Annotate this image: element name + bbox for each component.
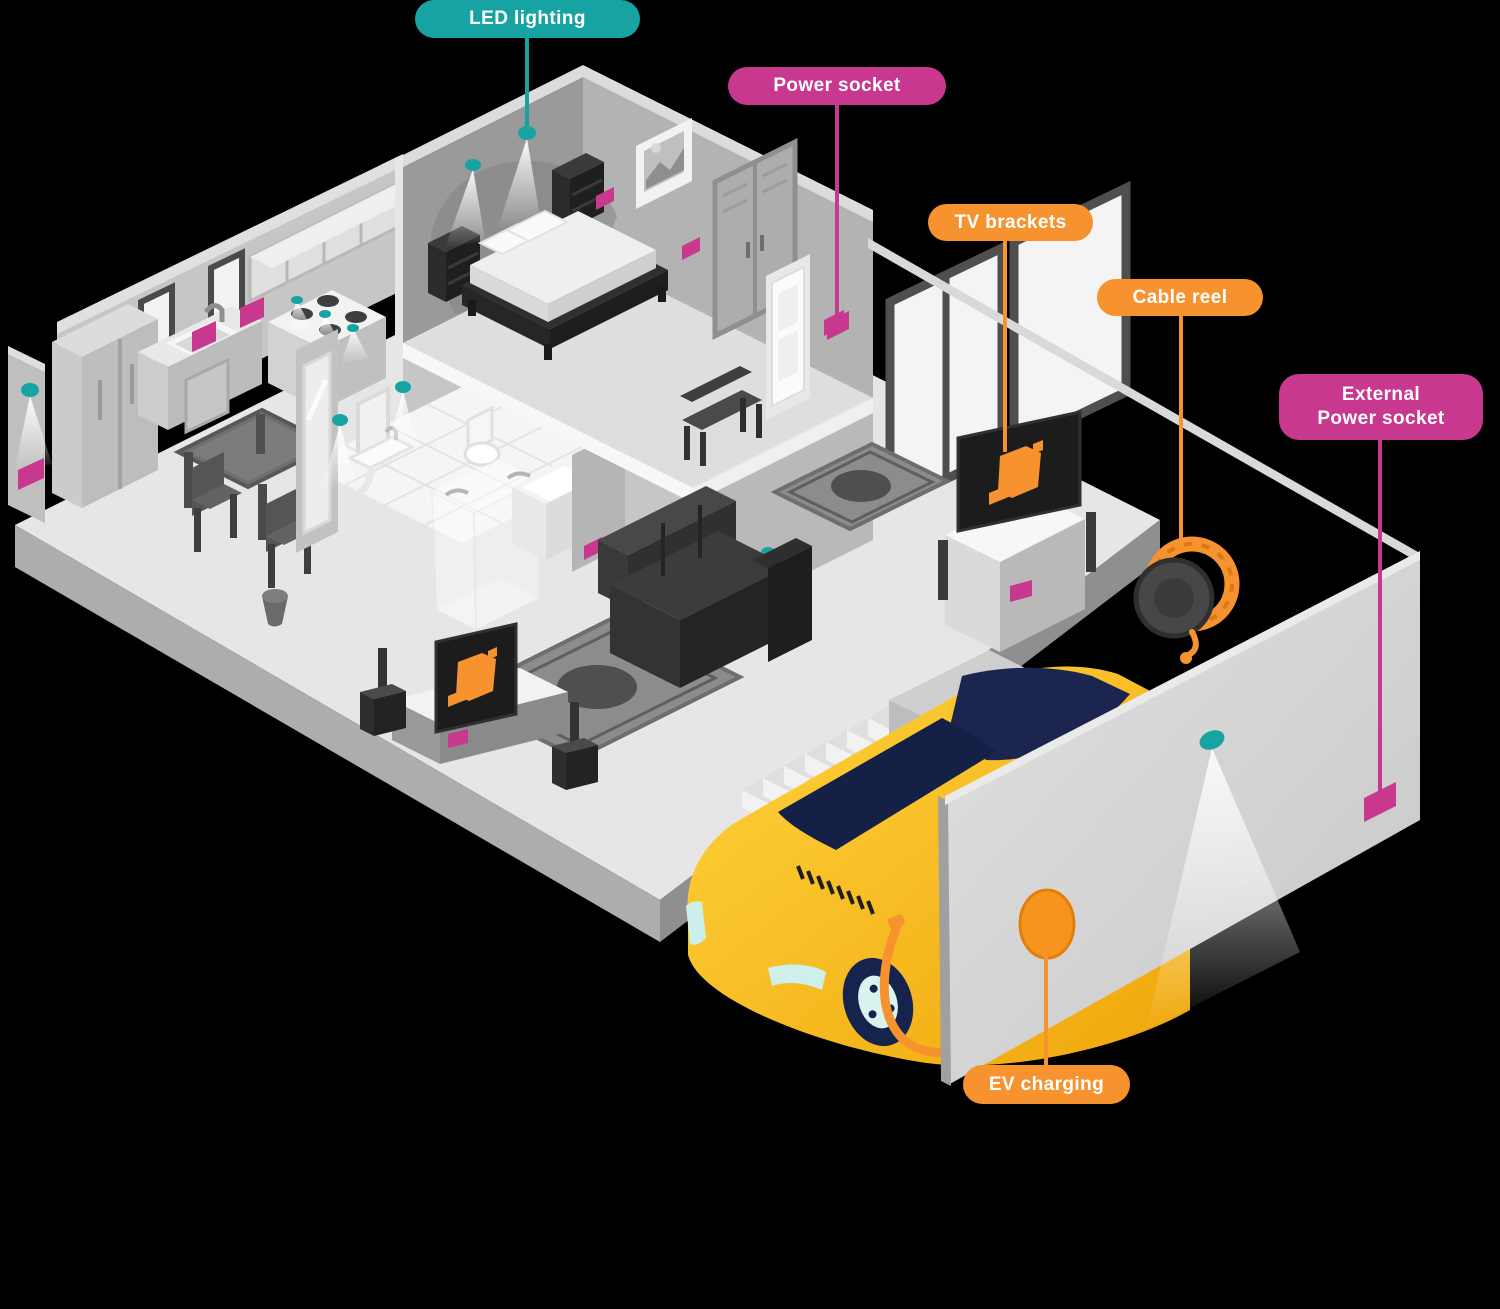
- power-socket-marker: [192, 321, 216, 352]
- trash-bin: [262, 589, 288, 627]
- external-power-socket-marker: [1364, 782, 1396, 822]
- picture-frame: [636, 118, 692, 209]
- power-socket-marker: [448, 729, 468, 748]
- power-socket-marker: [1010, 580, 1032, 602]
- label-power-socket: Power socket: [728, 67, 946, 105]
- tv-bracket-icon: [448, 647, 497, 707]
- power-socket-marker: [827, 311, 849, 340]
- bedroom-door: [766, 254, 810, 420]
- power-socket-marker: [240, 297, 264, 328]
- rug: [770, 441, 952, 532]
- bathroom-led-lights: [322, 381, 419, 490]
- tv-screen: [956, 410, 1082, 533]
- kitchen: [8, 154, 420, 627]
- hood-vents: [796, 865, 875, 915]
- bedroom-led-lights: [445, 126, 541, 248]
- label-led-lighting: LED lighting: [415, 0, 640, 38]
- label-cable-reel: Cable reel: [1097, 279, 1263, 316]
- dining-chair: [192, 452, 242, 552]
- bedroom: [395, 65, 873, 503]
- leader-lines: [525, 36, 1382, 1066]
- power-socket-marker: [18, 458, 44, 490]
- label-external-power-socket: External Power socket: [1279, 374, 1483, 440]
- cable-reel-icon: [1133, 536, 1240, 664]
- hall-bench: [680, 366, 762, 466]
- led-dot: [21, 383, 39, 397]
- ev-charger-icon: [1018, 888, 1076, 960]
- bed: [462, 209, 668, 360]
- living-room: [360, 180, 1131, 790]
- left-wall-fixtures: [14, 297, 264, 490]
- label-ev-charging: EV charging: [963, 1065, 1130, 1104]
- dining-table: [173, 407, 337, 588]
- garage-led-light: [1146, 730, 1300, 1030]
- tv-bracket-icon: [989, 440, 1043, 505]
- power-socket-marker: [596, 187, 614, 210]
- sofa: [598, 486, 812, 688]
- power-socket-marker: [584, 537, 602, 560]
- tv-screen: [434, 622, 518, 734]
- power-socket-marker: [682, 237, 700, 260]
- toilet: [463, 405, 501, 467]
- label-tv-brackets: TV brackets: [928, 204, 1093, 241]
